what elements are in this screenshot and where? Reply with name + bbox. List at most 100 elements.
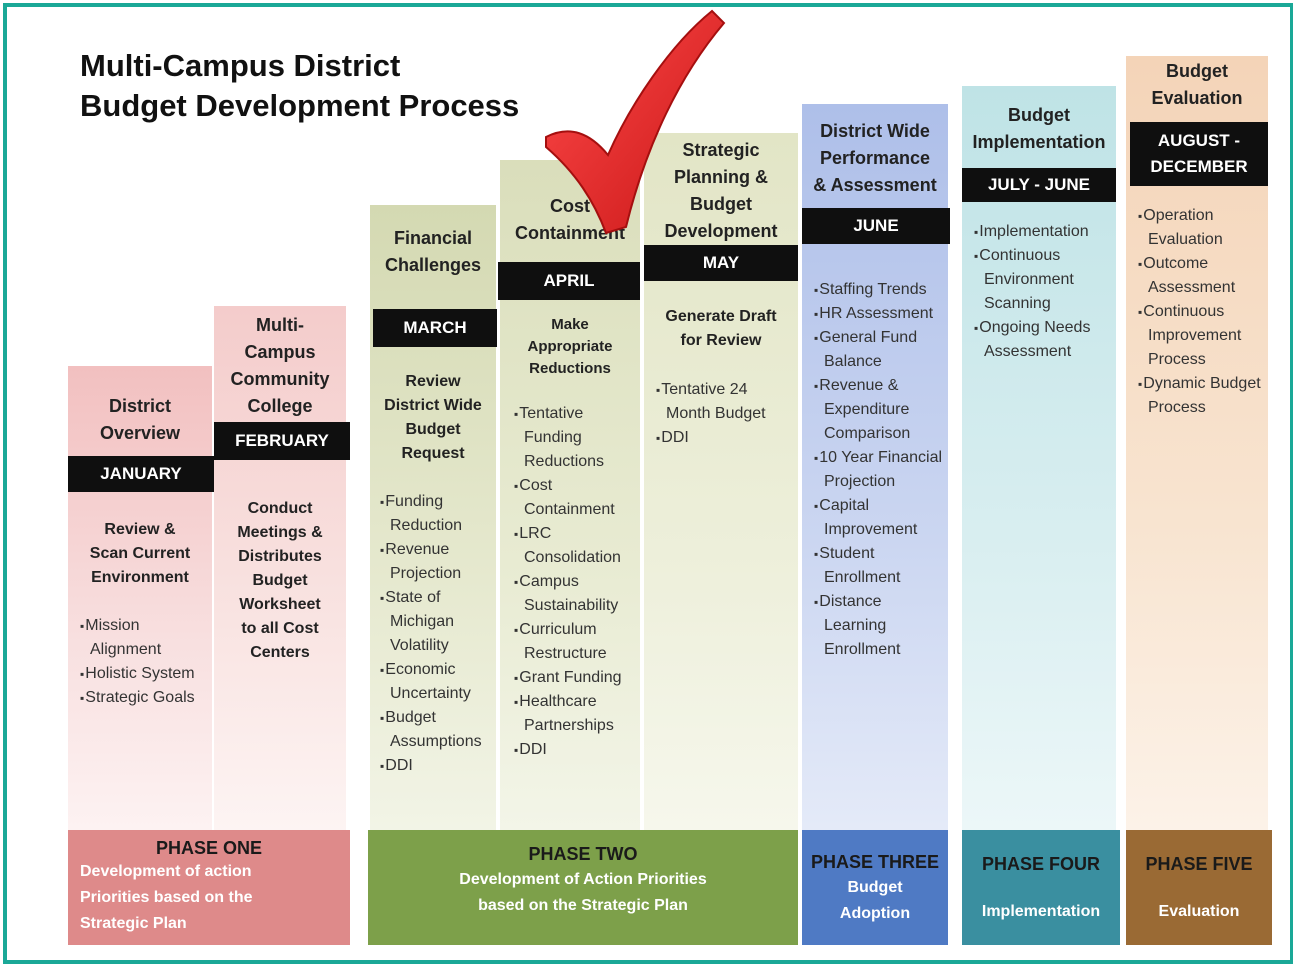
column-heading: Budget xyxy=(1008,105,1070,125)
intro-line: Review & xyxy=(104,521,176,538)
bullet-item: Mission Alignment xyxy=(80,614,200,662)
column-heading: Community xyxy=(230,369,330,389)
bullet-list: Tentative 24 Month Budget DDI xyxy=(656,378,796,450)
bullet-item: Tentative 24 Month Budget xyxy=(656,378,796,426)
column-heading: Planning & xyxy=(674,167,768,187)
phase-four: PHASE FOUR Implementation xyxy=(962,830,1120,945)
bullet-list: Operation Evaluation Outcome Assessment … xyxy=(1138,204,1268,420)
phase-description-line: Implementation xyxy=(981,903,1101,920)
bullet-list: Implementation Continuous Environment Sc… xyxy=(974,220,1116,364)
phase-description-line: based on the Strategic Plan xyxy=(478,897,688,914)
column-heading: Campus xyxy=(244,342,316,362)
intro-line: Worksheet xyxy=(239,596,321,613)
column-heading: District xyxy=(108,396,171,416)
intro-line: Scan Current xyxy=(89,545,191,562)
phase-one: PHASE ONE Development of action Prioriti… xyxy=(68,830,350,945)
bullet-item: Continuous Improvement Process xyxy=(1138,300,1268,372)
month-label: JULY - JUNE xyxy=(962,168,1116,202)
bullet-item: 10 Year Financial Projection xyxy=(814,446,948,494)
column-heading: Evaluation xyxy=(1151,88,1243,108)
column-heading: Strategic xyxy=(682,140,760,160)
phase-description-line: Evaluation xyxy=(1158,903,1240,920)
month-label: FEBRUARY xyxy=(214,422,350,460)
column-heading: District Wide xyxy=(820,121,930,141)
bullet-item: Distance Learning Enrollment xyxy=(814,590,948,662)
bullet-item: Operation Evaluation xyxy=(1138,204,1268,252)
column-heading: College xyxy=(247,396,313,416)
column-strategic-planning: Strategic Planning & Budget Development … xyxy=(644,133,798,830)
column-heading: Overview xyxy=(99,423,181,443)
bullet-item: Staffing Trends xyxy=(814,278,948,302)
bullet-item: Healthcare Partnerships xyxy=(514,690,638,738)
phase-three: PHASE THREE Budget Adoption xyxy=(802,830,948,945)
month-label: MAY xyxy=(644,245,798,281)
bullet-item: Revenue Projection xyxy=(380,538,492,586)
bullet-item: HR Assessment xyxy=(814,302,948,326)
phase-name: PHASE FOUR xyxy=(981,854,1100,874)
column-heading: Financial xyxy=(393,228,473,248)
intro-line: for Review xyxy=(680,332,762,349)
bullet-item: Capital Improvement xyxy=(814,494,948,542)
intro-line: District Wide xyxy=(384,397,482,414)
bullet-item: Budget Assumptions xyxy=(380,706,492,754)
bullet-item: Revenue & Expenditure Comparison xyxy=(814,374,948,446)
phase-name: PHASE THREE xyxy=(810,852,940,872)
phase-description-line: Budget xyxy=(847,879,903,896)
bullet-item: Ongoing Needs Assessment xyxy=(974,316,1116,364)
bullet-list: Tentative Funding Reductions Cost Contai… xyxy=(514,402,638,762)
column-budget-implementation: Budget Implementation JULY - JUNE Implem… xyxy=(962,86,1116,830)
phase-description-line: Priorities based on the xyxy=(80,889,253,906)
intro-line: Centers xyxy=(250,644,310,661)
bullet-item: Curriculum Restructure xyxy=(514,618,638,666)
column-district-overview: District Overview JANUARY Review & Scan … xyxy=(68,366,214,830)
bullet-item: Strategic Goals xyxy=(80,686,200,710)
intro-line: Make xyxy=(551,316,589,333)
bullet-item: General Fund Balance xyxy=(814,326,948,374)
bullet-item: Dynamic Budget Process xyxy=(1138,372,1268,420)
phase-description-line: Development of action xyxy=(80,863,252,880)
intro-line: Reductions xyxy=(529,360,611,377)
month-label: MARCH xyxy=(373,309,497,347)
bullet-list: Staffing Trends HR Assessment General Fu… xyxy=(814,278,948,662)
intro-line: Distributes xyxy=(238,548,322,565)
column-heading: Challenges xyxy=(384,255,482,275)
column-heading: Budget xyxy=(1166,61,1228,81)
bullet-item: Funding Reduction xyxy=(380,490,492,538)
bullet-item: Student Enrollment xyxy=(814,542,948,590)
column-cost-containment: Cost Containment APRIL Make Appropriate … xyxy=(498,160,640,830)
bullet-item: Campus Sustainability xyxy=(514,570,638,618)
checkmark-icon xyxy=(545,9,726,235)
phase-description-line: Strategic Plan xyxy=(80,915,187,932)
bullet-item: State of Michigan Volatility xyxy=(380,586,492,658)
bullet-item: Tentative Funding Reductions xyxy=(514,402,638,474)
diagram-title-line-1: Multi-Campus District xyxy=(80,48,401,83)
bullet-item: DDI xyxy=(380,754,492,778)
bullet-item: Grant Funding xyxy=(514,666,638,690)
phase-two: PHASE TWO Development of Action Prioriti… xyxy=(368,830,798,945)
column-heading: Budget xyxy=(690,194,752,214)
intro-line: Conduct xyxy=(247,500,313,517)
intro-line: Generate Draft xyxy=(665,308,777,325)
column-heading: Cost xyxy=(550,196,590,216)
diagram-title-line-2: Budget Development Process xyxy=(80,88,520,123)
intro-line: Meetings & xyxy=(237,524,323,541)
intro-line: Appropriate xyxy=(527,338,613,355)
bullet-item: DDI xyxy=(514,738,638,762)
phase-five: PHASE FIVE Evaluation xyxy=(1126,830,1272,945)
intro-line: to all Cost xyxy=(241,620,319,637)
bullet-item: Holistic System xyxy=(80,662,200,686)
column-heading: Multi- xyxy=(256,315,304,335)
intro-line: Budget xyxy=(405,421,461,438)
bullet-item: Outcome Assessment xyxy=(1138,252,1268,300)
bullet-item: Economic Uncertainty xyxy=(380,658,492,706)
column-heading: Containment xyxy=(515,223,625,243)
phase-description-line: Adoption xyxy=(839,905,911,922)
month-label: AUGUST - DECEMBER xyxy=(1130,122,1268,186)
column-budget-evaluation: Budget Evaluation AUGUST - DECEMBER Oper… xyxy=(1126,56,1268,830)
column-heading: Implementation xyxy=(972,132,1106,152)
phase-description-line: Development of Action Priorities xyxy=(459,871,707,888)
bullet-list: Funding Reduction Revenue Projection Sta… xyxy=(380,490,492,778)
month-label: APRIL xyxy=(498,262,640,300)
intro-line: Budget xyxy=(252,572,308,589)
month-label: JANUARY xyxy=(68,456,214,492)
